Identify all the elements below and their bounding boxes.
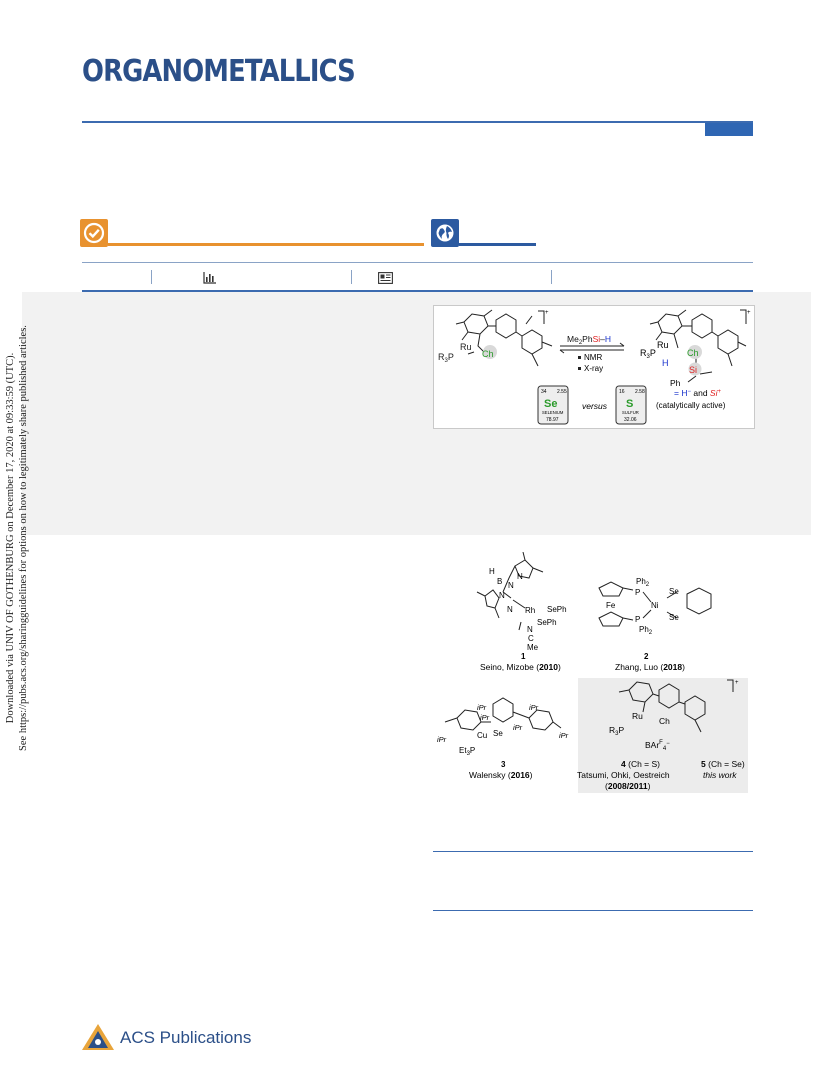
compound-5-label: 5 (Ch = Se)	[701, 759, 745, 769]
c2-ph2-bottom: Ph2	[639, 625, 653, 636]
c3-cu: Cu	[477, 731, 487, 740]
svg-text:78.97: 78.97	[546, 417, 559, 423]
caption-bottom-rule	[433, 910, 753, 911]
svg-text:32.06: 32.06	[624, 417, 637, 423]
c45-plus: +	[735, 680, 739, 686]
sulfur-tile: 16 2.58 S SULFUR 32.06	[615, 385, 647, 425]
svg-text:S: S	[626, 398, 633, 410]
toc-silicon: Si	[689, 365, 697, 375]
compound-1-label: 1	[521, 652, 526, 661]
compound-2-label: 2	[644, 652, 649, 661]
toc-plus: +	[545, 310, 549, 316]
toc-ch-label: Ch	[482, 349, 494, 359]
compound-4-years: (2008/2011)	[605, 781, 651, 791]
toc-ru-label-right: Ru	[657, 340, 669, 350]
svg-text:2.55: 2.55	[557, 389, 567, 395]
c1-rh: Rh	[525, 606, 535, 615]
c1-n5: N	[527, 625, 533, 634]
c3-se: Se	[493, 729, 503, 738]
c1-h: H	[489, 567, 495, 576]
c1-n4: N	[507, 605, 513, 614]
toc-graphic: Ch Ru R3P + Me2PhSi–H NMR X-ray Ch Ru R3…	[433, 305, 755, 429]
toc-method-nmr: NMR	[584, 353, 602, 362]
metrics-divider	[351, 270, 352, 284]
toc-r3p-label-right: R3P	[640, 348, 656, 360]
acs-logo-icon[interactable]	[80, 1022, 116, 1057]
compound-4-label: 4 (Ch = S)	[621, 759, 660, 769]
toc-ph: Ph	[670, 378, 681, 388]
svg-text:2.58: 2.58	[635, 389, 645, 395]
svg-text:SELENIUM: SELENIUM	[542, 410, 564, 415]
journal-title[interactable]: ORGANOMETALLICS	[82, 54, 356, 89]
svg-text:SULFUR: SULFUR	[622, 410, 639, 415]
article-recommendations-icon[interactable]	[378, 271, 393, 289]
compound-1-ref: Seino, Mizobe (2010)	[480, 662, 561, 672]
download-notice: Downloaded via UNIV OF GOTHENBURG on Dec…	[0, 318, 34, 758]
globe-bar	[459, 243, 536, 246]
c45-ch: Ch	[659, 716, 670, 726]
globe-icon[interactable]	[431, 219, 459, 247]
svg-text:34: 34	[541, 389, 547, 395]
toc-plus-right: +	[747, 310, 751, 316]
toc-catalytic: (catalytically active)	[656, 401, 726, 410]
c1-n1: N	[517, 572, 523, 581]
toc-versus: versus	[582, 401, 608, 411]
svg-text:16: 16	[619, 389, 625, 395]
article-type-tab	[705, 123, 753, 136]
this-work-highlight	[578, 678, 748, 793]
c2-ph2-top: Ph2	[636, 577, 650, 588]
compound-3-ref: Walensky (2016)	[469, 770, 533, 780]
c1-b: B	[497, 577, 502, 586]
publisher-name[interactable]: ACS Publications	[120, 1028, 252, 1047]
sharing-guidelines-link[interactable]: See https://pubs.acs.org/sharingguidelin…	[18, 325, 29, 751]
c2-fe: Fe	[606, 601, 616, 610]
toc-ch-label-right: Ch	[687, 348, 699, 358]
header-rule	[82, 121, 753, 123]
selenium-tile: 34 2.55 Se SELENIUM 78.97	[537, 385, 569, 425]
c1-seph2: SePh	[537, 618, 557, 627]
metrics-divider	[151, 270, 152, 284]
toc-r3p-label: R3P	[438, 352, 454, 364]
toc-reagent: Me2PhSi–H	[567, 334, 611, 346]
compound-4-refs: Tatsumi, Ohki, Oestreich	[577, 770, 670, 780]
c3-ipr4: iPr	[513, 723, 523, 732]
c1-n2: N	[508, 581, 514, 590]
c45-ru: Ru	[632, 711, 643, 721]
open-access-bar	[108, 243, 424, 246]
c2-ni: Ni	[651, 601, 659, 610]
toc-equals-line: = H− and Si+	[674, 388, 721, 398]
toc-ru-label: Ru	[460, 342, 472, 352]
metrics-divider	[551, 270, 552, 284]
c1-me: Me	[527, 643, 539, 652]
c3-et3p: Et3P	[459, 746, 475, 757]
c3-ipr5: iPr	[437, 735, 447, 744]
toc-method-xray: X-ray	[584, 364, 603, 373]
metrics-top-rule	[82, 262, 753, 263]
compound-2-ref: Zhang, Luo (2018)	[615, 662, 685, 672]
metrics-bar-chart-icon[interactable]	[203, 271, 217, 289]
c1-seph1: SePh	[547, 605, 567, 614]
toc-hydride: H	[662, 358, 669, 368]
figure-1: H B N N N N Rh SePh SePh N C Me 1 Seino,…	[433, 551, 753, 797]
c1-n3: N	[499, 591, 505, 600]
c45-counterion: BArF4−	[645, 740, 670, 752]
c2-p2: P	[635, 615, 640, 624]
c3-ipr6: iPr	[559, 731, 569, 740]
c3-ipr1: iPr	[477, 703, 487, 712]
metrics-bottom-rule	[82, 290, 753, 292]
c1-c: C	[528, 634, 534, 643]
download-line: Downloaded via UNIV OF GOTHENBURG on Dec…	[5, 352, 16, 724]
c2-se1: Se	[669, 587, 679, 596]
c3-ipr2: iPr	[480, 713, 490, 722]
svg-text:Se: Se	[544, 398, 557, 410]
compound-3-label: 3	[501, 760, 506, 769]
caption-top-rule	[433, 851, 753, 852]
c2-se2: Se	[669, 613, 679, 622]
compound-5-note: this work	[703, 770, 737, 780]
open-access-check-icon[interactable]	[80, 219, 108, 247]
c2-p1: P	[635, 588, 640, 597]
c3-ipr3: iPr	[529, 703, 539, 712]
c45-r3p: R3P	[609, 725, 624, 737]
